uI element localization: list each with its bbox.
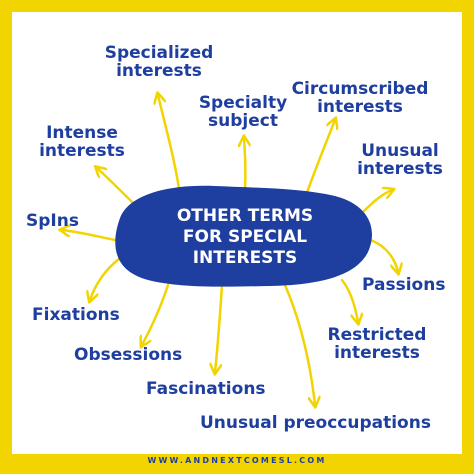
term-line: Restricted <box>327 325 427 345</box>
term-line: interests <box>317 97 403 117</box>
term-line: Circumscribed <box>291 79 429 99</box>
center-title: OTHER TERMS FOR SPECIAL INTERESTS <box>140 206 350 269</box>
term-line: Specialized <box>104 43 214 63</box>
term-specialized-interests: Specialized interests <box>84 44 234 80</box>
arrow-preoccupations <box>283 283 315 405</box>
term-fascinations: Fascinations <box>146 379 266 399</box>
term-passions: Passions <box>362 275 446 295</box>
arrow-restricted <box>340 278 358 322</box>
center-line-1: OTHER TERMS <box>176 206 314 226</box>
arrow-fascinations <box>215 283 224 372</box>
term-line: interests <box>39 141 125 161</box>
center-blob <box>115 185 372 287</box>
term-line: interests <box>357 159 443 179</box>
term-line: Intense <box>46 123 118 143</box>
term-unusual-preoccupations: Unusual preoccupations <box>200 413 431 433</box>
term-specialty-subject: Specialty subject <box>188 94 298 130</box>
term-line: Specialty <box>198 93 288 113</box>
term-line: subject <box>208 111 278 131</box>
term-fixations: Fixations <box>32 305 120 325</box>
term-line: interests <box>334 343 420 363</box>
term-obsessions: Obsessions <box>74 345 183 365</box>
arrow-specialized <box>158 95 182 197</box>
arrow-intense <box>97 168 137 207</box>
term-spins: SpIns <box>26 211 79 231</box>
term-circumscribed-interests: Circumscribed interests <box>280 80 440 116</box>
arrow-obsessions <box>142 283 170 345</box>
arrow-fixations <box>90 256 122 300</box>
arrow-circumscribed <box>303 120 335 200</box>
term-line: Unusual <box>361 141 439 161</box>
term-line: interests <box>116 61 202 81</box>
term-restricted-interests: Restricted interests <box>312 326 442 362</box>
arrow-spins <box>62 230 117 242</box>
term-unusual-interests: Unusual interests <box>350 142 450 178</box>
center-line-3: INTERESTS <box>192 248 298 268</box>
center-line-2: FOR SPECIAL <box>182 227 308 247</box>
footer-url: WWW.ANDNEXTCOMESL.COM <box>147 456 327 465</box>
arrow-passions <box>368 238 398 272</box>
arrow-unusual <box>358 190 392 217</box>
arrow-specialty <box>244 138 245 192</box>
term-intense-interests: Intense interests <box>22 124 142 160</box>
